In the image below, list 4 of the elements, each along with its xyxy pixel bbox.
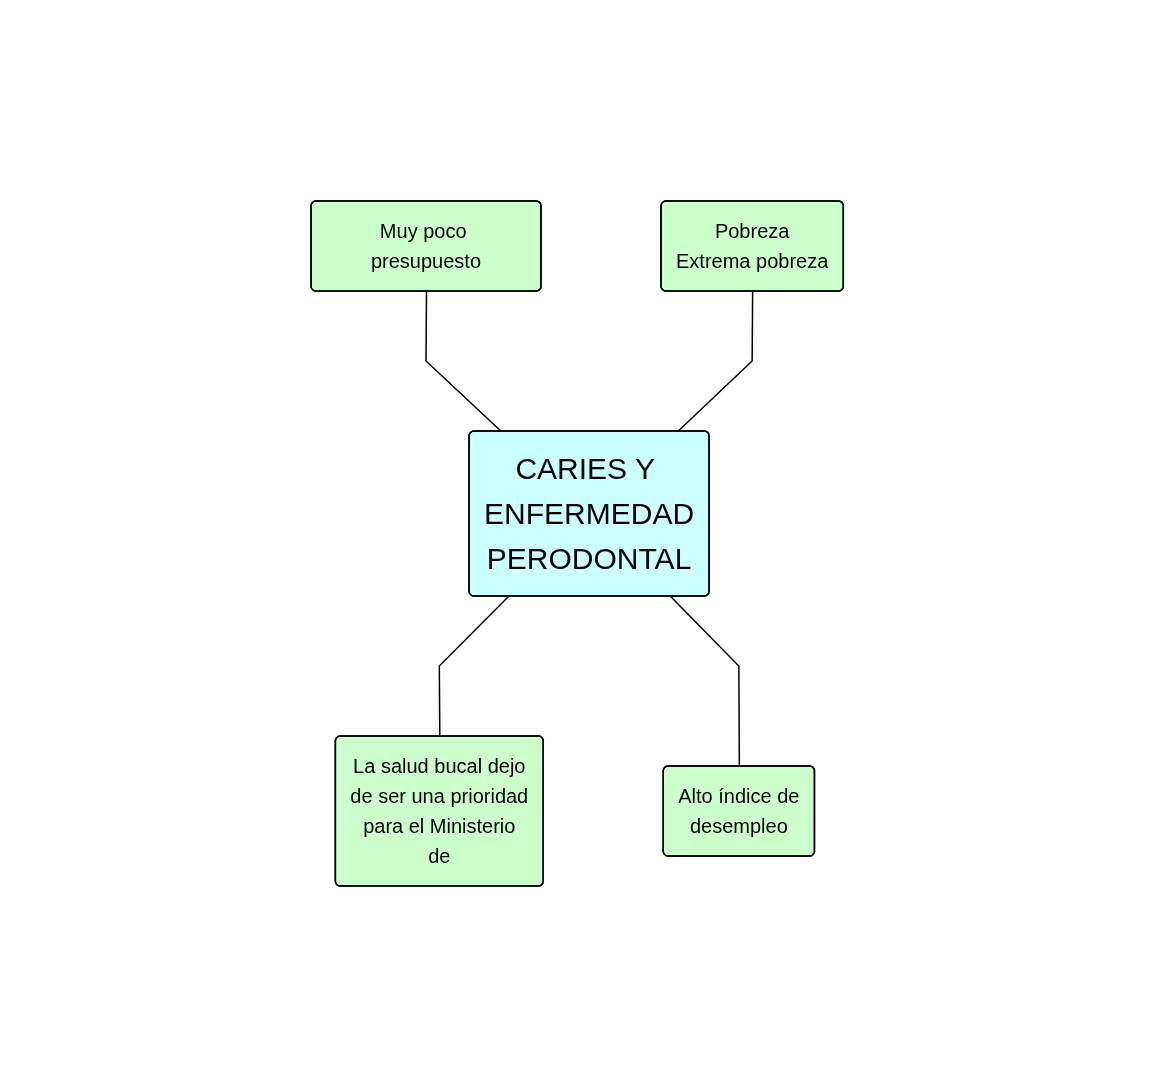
connector [438, 595, 510, 738]
connector [425, 290, 502, 433]
connector [676, 290, 754, 433]
connector [669, 595, 740, 768]
